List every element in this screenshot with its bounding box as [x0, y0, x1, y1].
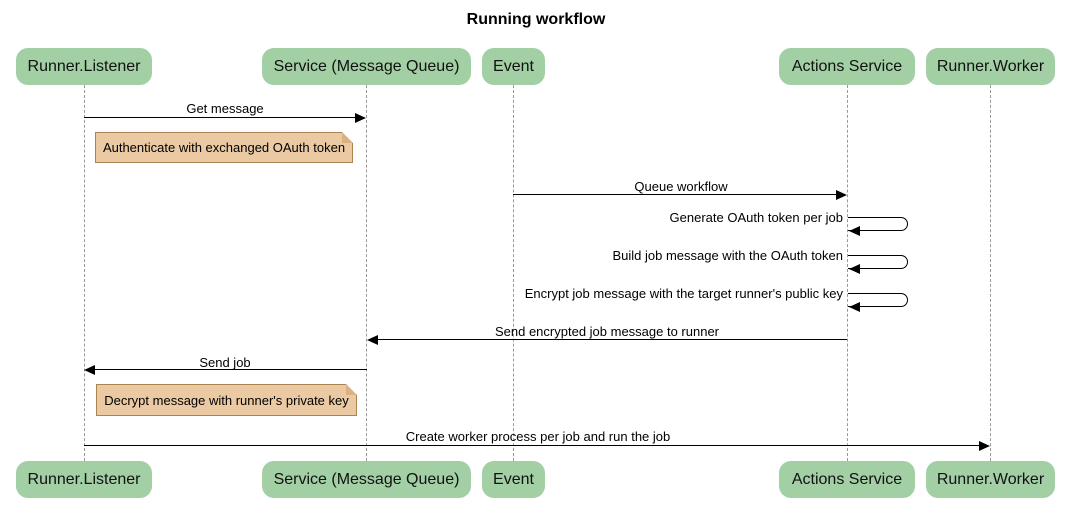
- message-label-get-message: Get message: [186, 101, 264, 116]
- lifeline-runner-worker: [990, 85, 991, 461]
- lifeline-actions-service: [847, 85, 848, 461]
- arrowhead-right-icon: [836, 190, 847, 200]
- arrowhead-right-icon: [355, 113, 366, 123]
- message-line-send-encrypted-job: [378, 339, 847, 341]
- actor-bottom-service-message-queue: Service (Message Queue): [262, 461, 471, 498]
- actor-bottom-runner-worker: Runner.Worker: [926, 461, 1055, 498]
- message-line-queue-workflow: [513, 194, 836, 196]
- self-message-loop: [848, 217, 908, 231]
- message-line-create-worker-process: [84, 445, 979, 447]
- actor-top-event: Event: [482, 48, 545, 85]
- message-label-queue-workflow: Queue workflow: [634, 179, 728, 194]
- self-message-loop: [848, 293, 908, 307]
- note-decrypt-message: Decrypt message with runner's private ke…: [96, 384, 357, 416]
- actor-top-service-message-queue: Service (Message Queue): [262, 48, 471, 85]
- arrowhead-left-icon: [849, 302, 860, 312]
- arrowhead-left-icon: [367, 335, 378, 345]
- message-line-send-job: [95, 369, 367, 371]
- message-label-build-job-message: Build job message with the OAuth token: [612, 248, 843, 263]
- diagram-title: Running workflow: [466, 11, 606, 28]
- actor-bottom-actions-service: Actions Service: [779, 461, 915, 498]
- lifeline-service-message-queue: [366, 85, 367, 461]
- arrowhead-left-icon: [849, 264, 860, 274]
- actor-bottom-runner-listener: Runner.Listener: [16, 461, 152, 498]
- message-label-generate-oauth-token: Generate OAuth token per job: [669, 210, 843, 225]
- message-label-encrypt-job-message: Encrypt job message with the target runn…: [524, 286, 843, 301]
- lifeline-event: [513, 85, 514, 461]
- actor-top-runner-listener: Runner.Listener: [16, 48, 152, 85]
- actor-bottom-event: Event: [482, 461, 545, 498]
- self-message-loop: [848, 255, 908, 269]
- actor-top-actions-service: Actions Service: [779, 48, 915, 85]
- message-label-send-encrypted-job: Send encrypted job message to runner: [494, 324, 720, 339]
- arrowhead-left-icon: [849, 226, 860, 236]
- lifeline-runner-listener: [84, 85, 85, 461]
- arrowhead-left-icon: [84, 365, 95, 375]
- arrowhead-right-icon: [979, 441, 990, 451]
- actor-top-runner-worker: Runner.Worker: [926, 48, 1055, 85]
- message-line-get-message: [84, 117, 356, 119]
- note-authenticate-oauth: Authenticate with exchanged OAuth token: [95, 132, 353, 163]
- message-label-send-job: Send job: [199, 355, 251, 370]
- message-label-create-worker-process: Create worker process per job and run th…: [405, 429, 671, 444]
